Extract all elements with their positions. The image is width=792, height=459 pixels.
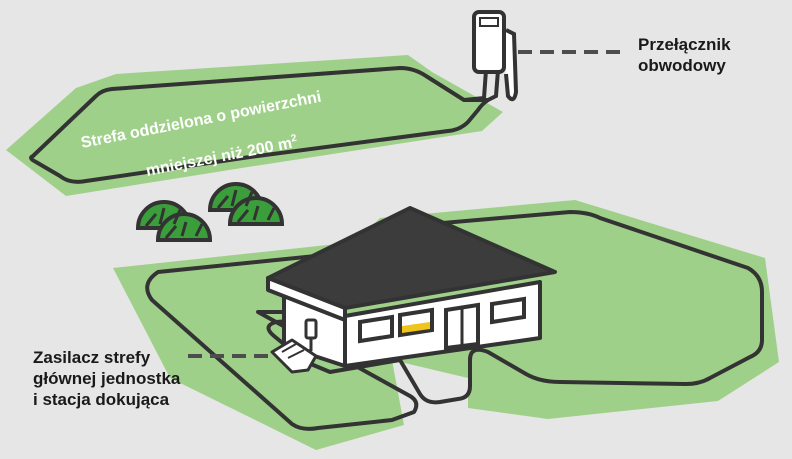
switch-label-line1: Przełącznik — [638, 35, 731, 54]
shrub-right-icon — [207, 182, 285, 226]
circuit-switch-icon — [472, 10, 519, 102]
secondary-zone-lawn — [6, 55, 503, 196]
zone-text-line2-sup: 2 — [290, 133, 298, 145]
main-perimeter-wire — [145, 210, 764, 431]
switch-wire-2 — [487, 69, 500, 102]
power-label: Zasilacz strefy głównej jednostka i stac… — [33, 347, 180, 410]
power-label-line3: i stacja dokująca — [33, 390, 170, 409]
shrub-left-icon — [135, 200, 213, 242]
power-label-line2: głównej jednostka — [33, 369, 181, 388]
switch-wire — [463, 69, 488, 102]
power-label-line1: Zasilacz strefy — [33, 348, 151, 367]
secondary-perimeter-wire — [29, 66, 490, 184]
switch-label: Przełącznik obwodowy — [638, 34, 731, 76]
switch-label-line2: obwodowy — [638, 56, 726, 75]
docking-station-icon — [270, 338, 318, 374]
